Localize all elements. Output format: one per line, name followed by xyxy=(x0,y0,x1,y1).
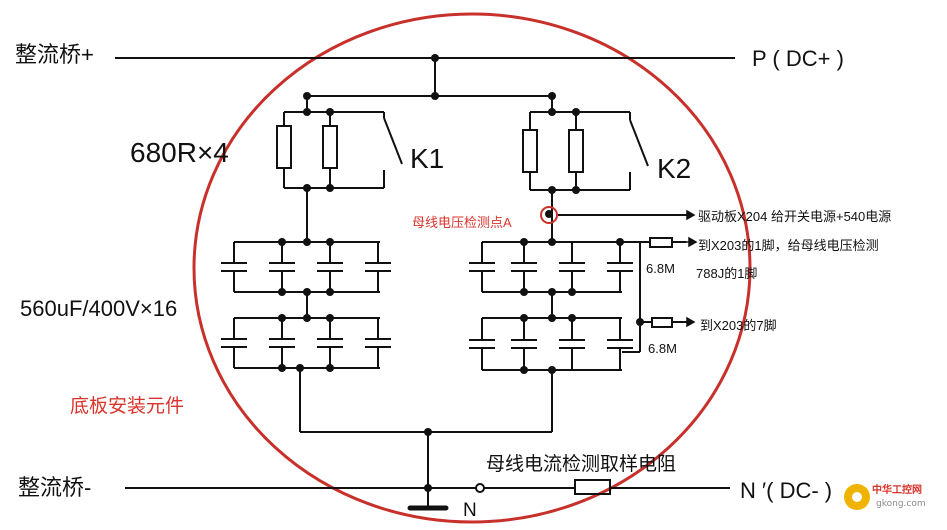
resistor-6m8-1 xyxy=(649,237,673,248)
junction-dot-20 xyxy=(303,314,311,322)
junction-dot-10 xyxy=(326,184,334,192)
k2-label: K2 xyxy=(657,153,691,184)
capacitor-9 xyxy=(469,242,495,292)
junction-dot-23 xyxy=(326,364,334,372)
capacitor-label: 560uF/400V×16 xyxy=(20,296,177,321)
switch-k2 xyxy=(629,119,649,167)
rectifier-negative-label: 整流桥- xyxy=(18,475,91,500)
junction-dot-25 xyxy=(520,238,528,246)
watermark-en: gkong.com xyxy=(876,499,926,509)
arrow-x203-7 xyxy=(686,316,696,328)
n-terminal xyxy=(475,483,485,493)
arrow-x203-1 xyxy=(688,236,698,248)
shunt-resistor xyxy=(574,479,611,495)
junction-dot-15 xyxy=(326,238,334,246)
junction-dot-6 xyxy=(326,108,334,116)
resistor-680r-4 xyxy=(568,129,584,173)
arrow-drive xyxy=(686,209,696,221)
junction-dot-31 xyxy=(520,314,528,322)
capacitor-6 xyxy=(269,318,295,368)
x203-pin1-label: 到X203的1脚，给母线电压检测 xyxy=(698,238,879,253)
junction-dot-29 xyxy=(548,288,556,296)
junction-dot-35 xyxy=(548,366,556,374)
junction-dot-18 xyxy=(326,288,334,296)
junction-dot-12 xyxy=(572,186,580,194)
capacitor-13 xyxy=(469,318,495,370)
capacitor-5 xyxy=(221,318,247,368)
junction-dots xyxy=(278,54,644,492)
watermark: 中华工控网 gkong.com xyxy=(844,483,926,510)
resistor-6m8-label-2: 6.8M xyxy=(648,341,677,356)
junction-dot-30 xyxy=(568,288,576,296)
resistor-680r-1 xyxy=(276,125,292,169)
detect-point-a-label: 母线电压检测点A xyxy=(412,215,512,230)
resistor-680-label: 680R×4 xyxy=(130,137,229,168)
switch-k1 xyxy=(383,117,403,165)
k1-label: K1 xyxy=(410,143,444,174)
capacitor-12 xyxy=(607,242,633,292)
resistor-680r-3 xyxy=(522,129,538,173)
j788-label: 788J的1脚 xyxy=(696,266,757,281)
capacitor-3 xyxy=(317,242,343,292)
rectifier-positive-label: 整流桥+ xyxy=(15,42,94,67)
board-components-label: 底板安装元件 xyxy=(70,395,184,417)
board-outline-circle xyxy=(192,12,752,524)
junction-dot-9 xyxy=(303,184,311,192)
junction-dot-3 xyxy=(303,92,311,100)
capacitor-bank xyxy=(221,242,633,370)
watermark-cn: 中华工控网 xyxy=(872,483,922,496)
dc-positive-label: P ( DC+ ) xyxy=(752,46,844,71)
x203-pin7-label: 到X203的7脚 xyxy=(700,318,777,333)
capacitor-2 xyxy=(269,242,295,292)
junction-dot-17 xyxy=(303,288,311,296)
junction-dot-27 xyxy=(616,238,624,246)
n-label: N xyxy=(463,500,477,521)
junction-dot-4 xyxy=(548,92,556,100)
detect-point-a-marker xyxy=(540,206,558,224)
junction-dot-36 xyxy=(636,318,644,326)
wiring xyxy=(115,57,735,508)
drive-board-label: 驱动板X204 给开关电源+540电源 xyxy=(698,209,891,224)
junction-dot-37 xyxy=(424,428,432,436)
junction-dot-38 xyxy=(424,484,432,492)
junction-dot-21 xyxy=(326,314,334,322)
junction-dot-5 xyxy=(303,108,311,116)
junction-dot-2 xyxy=(431,92,439,100)
junction-dot-34 xyxy=(520,366,528,374)
junction-dot-14 xyxy=(303,238,311,246)
capacitor-4 xyxy=(365,242,391,292)
junction-dot-32 xyxy=(548,314,556,322)
capacitor-16 xyxy=(607,318,633,370)
capacitor-14 xyxy=(511,318,537,370)
junction-dot-28 xyxy=(520,288,528,296)
capacitor-8 xyxy=(365,318,391,368)
junction-dot-33 xyxy=(568,314,576,322)
junction-dot-7 xyxy=(548,108,556,116)
junction-dot-8 xyxy=(572,108,580,116)
junction-dot-13 xyxy=(278,238,286,246)
junction-dot-19 xyxy=(278,314,286,322)
junction-dot-22 xyxy=(278,364,286,372)
capacitor-7 xyxy=(317,318,343,368)
resistor-6m8-2 xyxy=(651,317,673,328)
capacitor-11 xyxy=(559,242,585,292)
dc-negative-label: N ′( DC- ) xyxy=(740,478,832,503)
junction-dot-26 xyxy=(548,238,556,246)
shunt-label: 母线电流检测取样电阻 xyxy=(486,453,676,475)
junction-dot-24 xyxy=(296,364,304,372)
junction-dot-16 xyxy=(278,288,286,296)
arrows xyxy=(686,209,698,328)
junction-dot-11 xyxy=(548,186,556,194)
capacitor-10 xyxy=(511,242,537,292)
capacitor-15 xyxy=(559,318,585,370)
resistor-6m8-label-1: 6.8M xyxy=(646,261,675,276)
capacitor-1 xyxy=(221,242,247,292)
junction-dot-1 xyxy=(431,54,439,62)
resistor-680r-2 xyxy=(322,125,338,169)
